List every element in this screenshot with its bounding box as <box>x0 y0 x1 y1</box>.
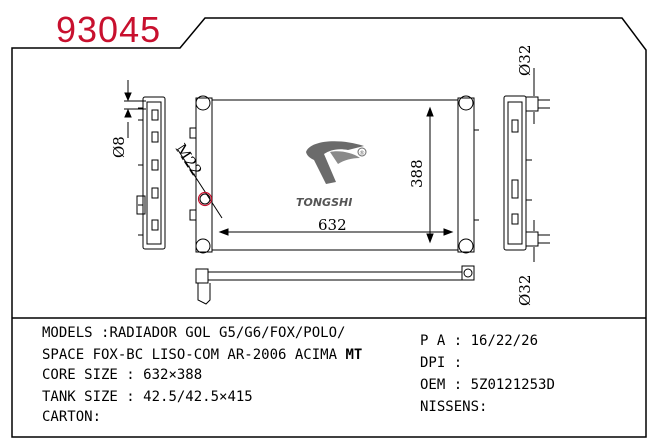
core-size-value: 632×388 <box>143 367 203 383</box>
models-line1-value: RADIADOR GOL G5/G6/FOX/POLO/ <box>109 325 346 341</box>
front-view <box>177 95 479 254</box>
pa-value: 16/22/26 <box>470 333 539 349</box>
sheet-border <box>11 17 647 438</box>
dim-width: 632 <box>318 216 347 234</box>
oem-label: OEM <box>420 377 446 393</box>
tank-size-row: TANK SIZE : 42.5/42.5×415 <box>42 389 253 405</box>
dim-thread: M22 <box>172 140 206 179</box>
models-line-2: SPACE FOX-BC LISO-COM AR-2006 ACIMA MT <box>42 346 362 364</box>
core-size-label: CORE SIZE <box>42 367 118 383</box>
dim-pipe-top-right: Ø32 <box>516 45 534 76</box>
models-line2-value: SPACE FOX-BC LISO-COM AR-2006 ACIMA <box>42 347 338 363</box>
oem-row: OEM : 5Z0121253D <box>420 377 555 393</box>
dpi-label: DPI <box>420 355 446 371</box>
dpi-row: DPI : <box>420 355 463 371</box>
tank-size-value: 42.5/42.5×415 <box>143 389 253 405</box>
oem-value: 5Z0121253D <box>470 377 555 393</box>
models-line-1: MODELS :RADIADOR GOL G5/G6/FOX/POLO/ <box>42 325 346 341</box>
right-side-view <box>503 68 550 262</box>
part-number: 93045 <box>56 9 162 50</box>
drain-plug-marker <box>197 191 213 207</box>
left-side-view <box>124 80 166 250</box>
pa-label: P A <box>420 333 446 349</box>
nissens-row: NISSENS: <box>420 398 487 416</box>
nissens-label: NISSENS: <box>420 399 488 415</box>
bottom-view <box>195 265 475 305</box>
carton-row: CARTON: <box>42 408 101 426</box>
dim-pipe-bottom-right: Ø32 <box>516 275 534 306</box>
transmission-tag: MT <box>345 347 363 363</box>
logo-text: TONGSHI <box>296 196 352 209</box>
models-label: MODELS <box>42 325 93 341</box>
dim-pipe-left: Ø8 <box>110 136 128 158</box>
carton-label: CARTON: <box>42 409 102 425</box>
core-size-row: CORE SIZE : 632×388 <box>42 367 203 383</box>
pa-row: P A : 16/22/26 <box>420 333 539 349</box>
dim-height: 388 <box>408 159 426 188</box>
tank-size-label: TANK SIZE <box>42 389 118 405</box>
logo-trademark: ® <box>359 150 365 157</box>
tongshi-logo-icon <box>306 141 367 184</box>
